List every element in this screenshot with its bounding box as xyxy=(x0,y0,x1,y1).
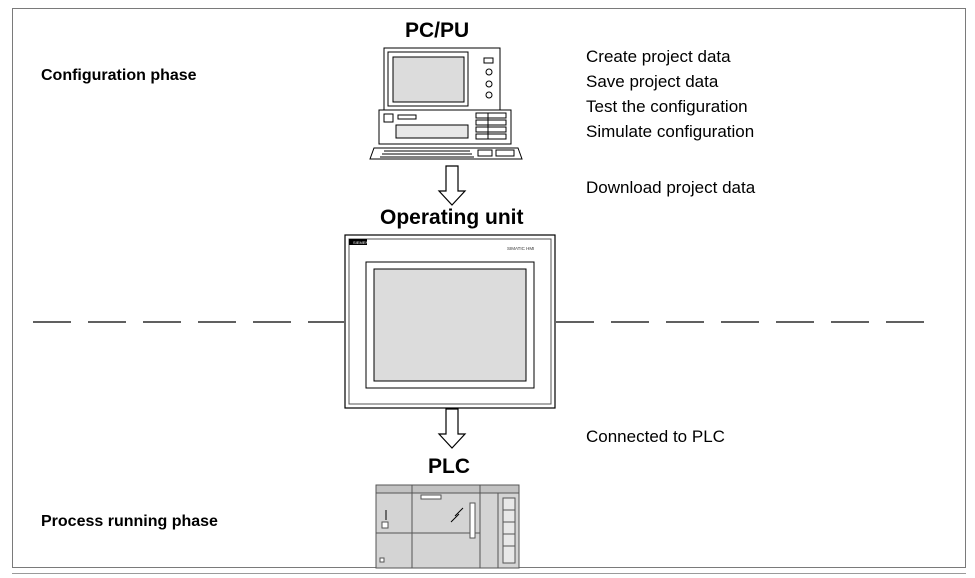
pc-heading: PC/PU xyxy=(405,19,470,42)
configuration-phase-label: Configuration phase xyxy=(41,67,197,84)
pc-computer-icon xyxy=(369,47,523,160)
download-arrow-icon xyxy=(437,165,467,206)
step-simulate-configuration: Simulate configuration xyxy=(586,122,755,141)
step-create-project-data: Create project data xyxy=(586,47,731,66)
plc-heading: PLC xyxy=(428,455,470,478)
process-running-phase-label: Process running phase xyxy=(41,513,218,530)
bottom-rule xyxy=(12,573,966,574)
step-save-project-data: Save project data xyxy=(586,72,719,91)
panel-brand-label: SIEMENS xyxy=(353,240,371,245)
operating-unit-icon: SIEMENS SIMATIC HMI xyxy=(344,234,556,409)
plc-rack-icon xyxy=(375,484,520,569)
step-download-project-data: Download project data xyxy=(586,178,756,197)
step-connected-to-plc: Connected to PLC xyxy=(586,427,725,446)
operating-unit-heading: Operating unit xyxy=(380,206,524,229)
plc-connection-arrow-icon xyxy=(437,408,467,449)
panel-model-label: SIMATIC HMI xyxy=(507,246,534,251)
step-test-configuration: Test the configuration xyxy=(586,97,748,116)
